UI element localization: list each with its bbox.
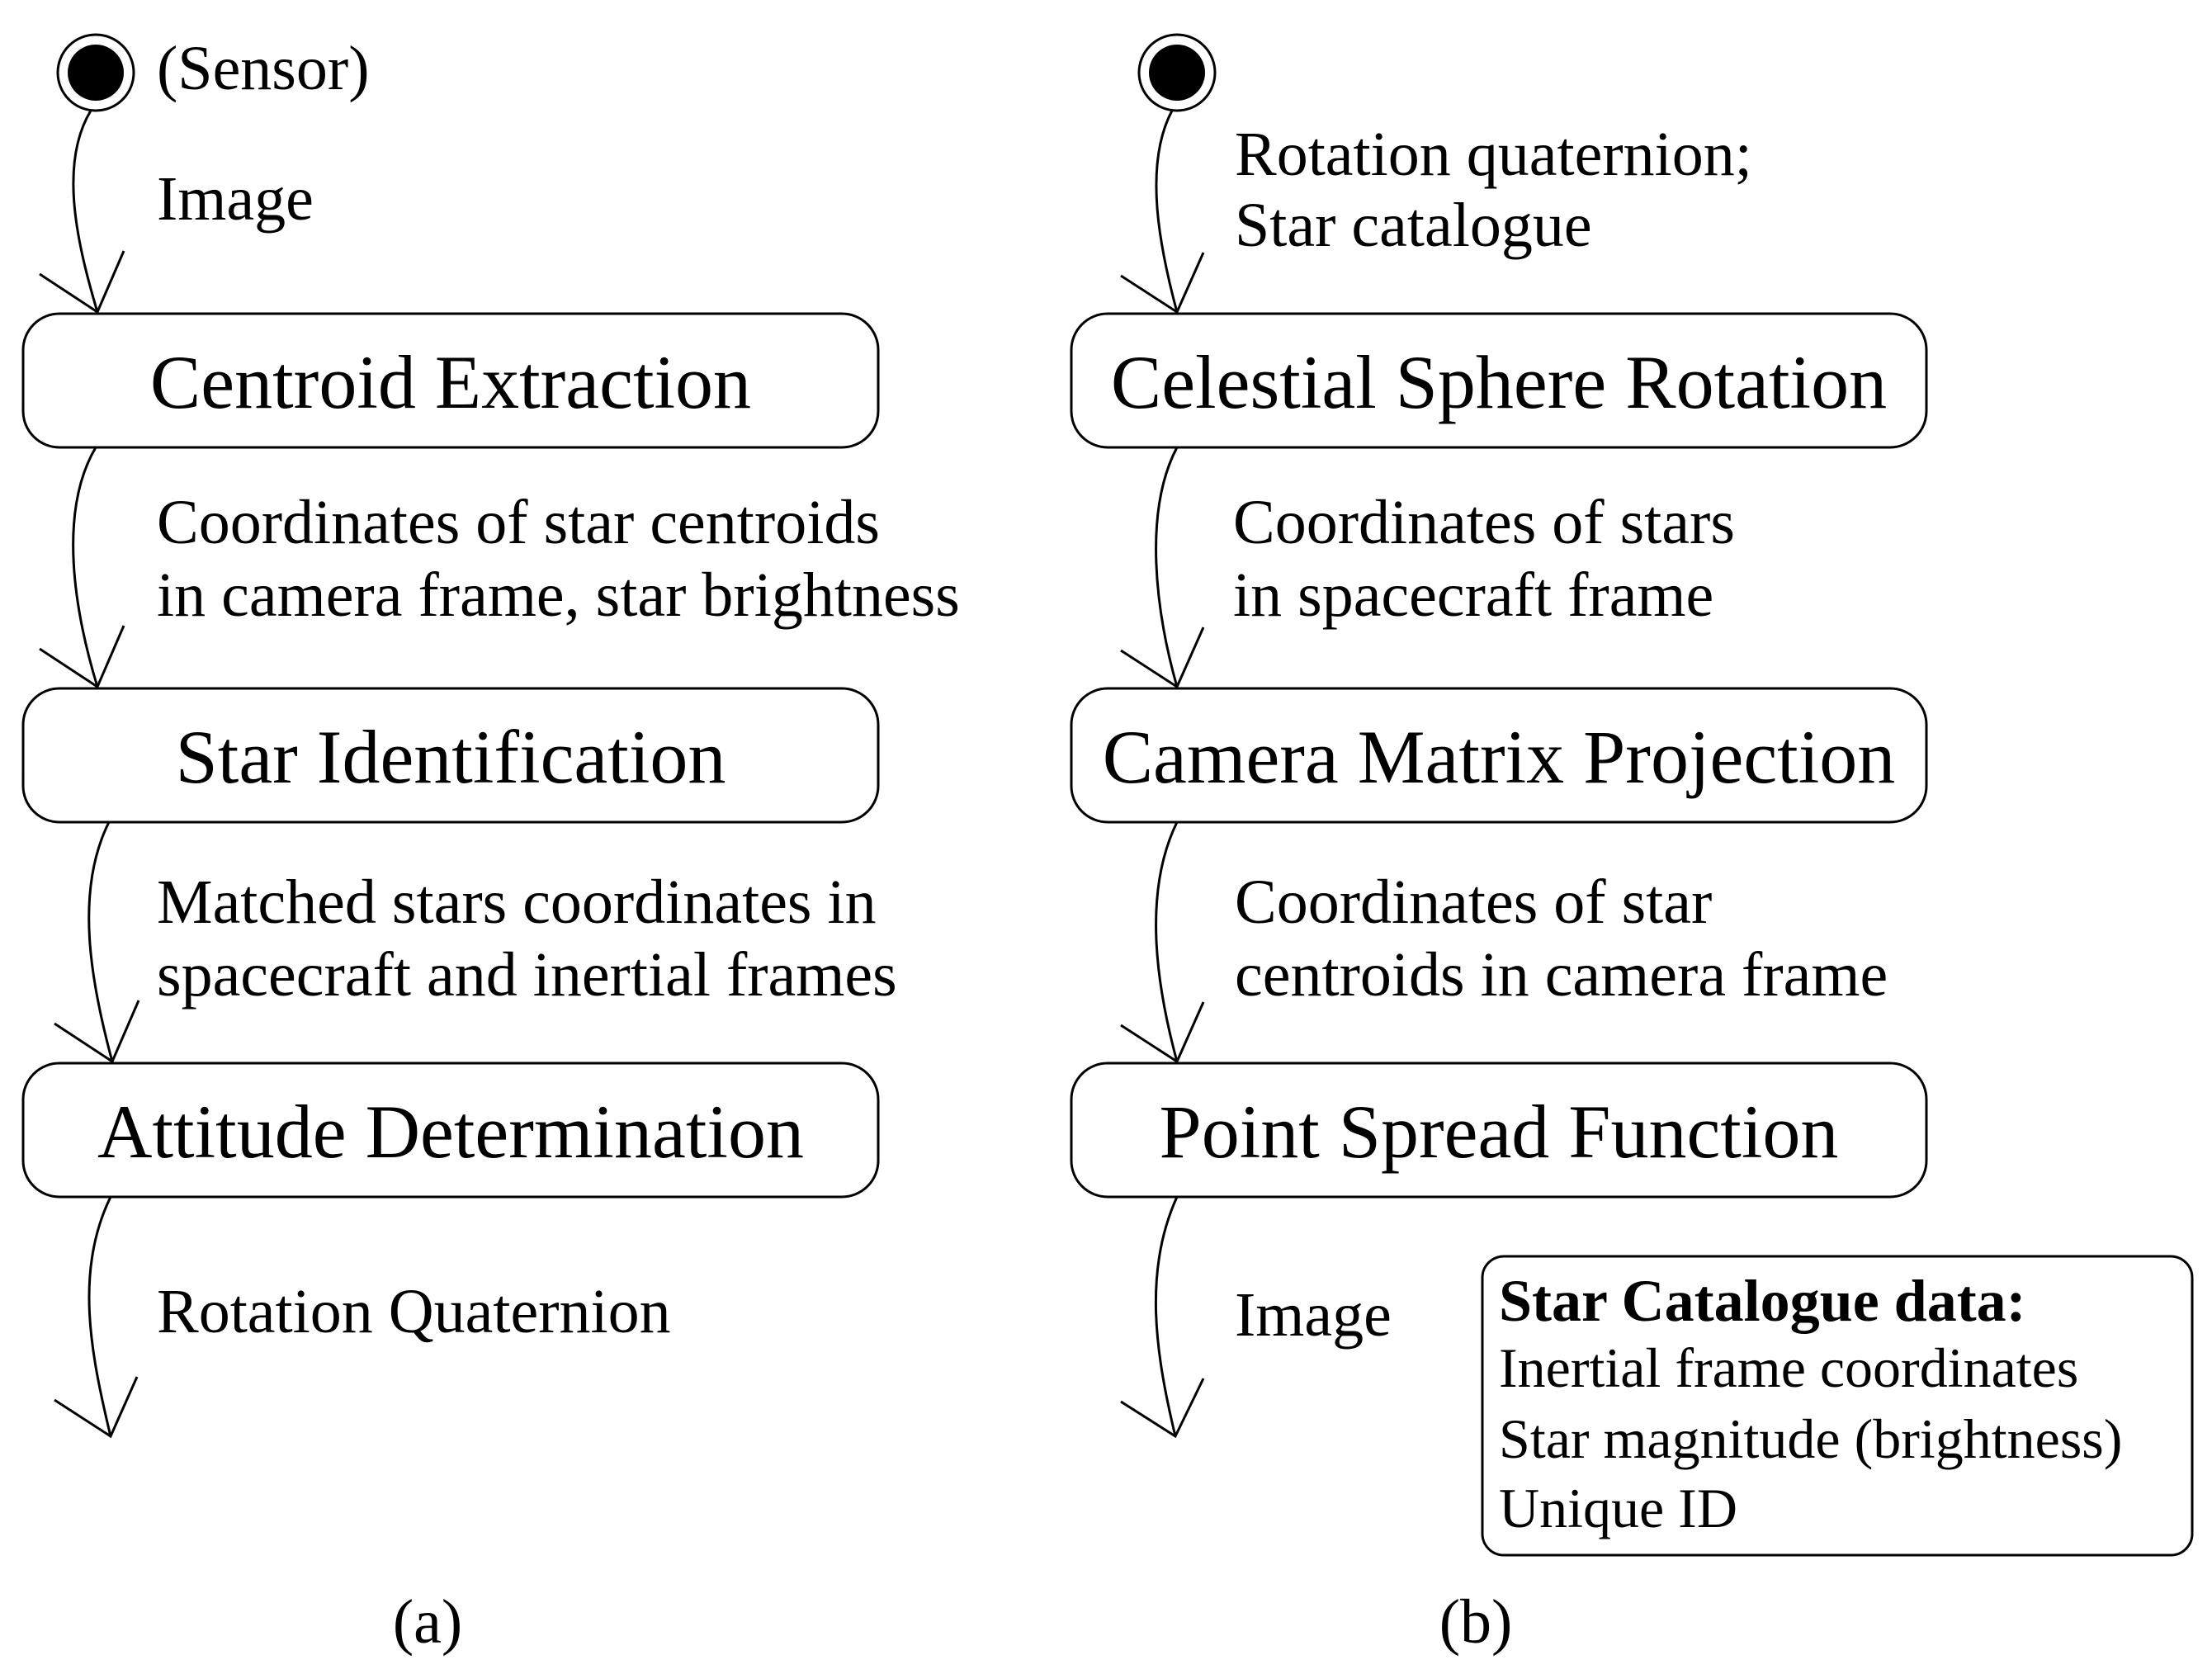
note-line-2: Star magnitude (brightness) bbox=[1499, 1407, 2122, 1470]
panel-a-flow-4-label: Rotation Quaternion bbox=[157, 1277, 671, 1346]
panel-a: (Sensor) Image Centroid Extraction Coord… bbox=[21, 33, 960, 1657]
panel-a-flow-3-label-line-1: Matched stars coordinates in bbox=[157, 868, 877, 937]
panel-b-box-1-label: Celestial Sphere Rotation bbox=[1111, 340, 1887, 424]
note-line-3: Unique ID bbox=[1499, 1477, 1737, 1539]
panel-a-flow-2-arrowhead bbox=[39, 625, 125, 689]
panel-a-flow-1-arrowhead bbox=[39, 250, 125, 314]
panel-b-box-camera-matrix-projection bbox=[1070, 687, 1928, 824]
panel-b-flow-2-arrow bbox=[1155, 447, 1179, 688]
panel-b-start-node bbox=[1137, 33, 1217, 112]
panel-b-box-2-label: Camera Matrix Projection bbox=[1103, 715, 1896, 799]
panel-a-flow-1-label: Image bbox=[157, 164, 314, 234]
panel-a-flow-1-arrow bbox=[72, 110, 99, 313]
panel-a-flow-2-label-line-2: in camera frame, star brightness bbox=[157, 560, 960, 630]
panel-a-box-1-label: Centroid Extraction bbox=[150, 340, 751, 424]
panel-a-box-star-identification bbox=[21, 687, 880, 824]
panel-b-box-point-spread-function bbox=[1070, 1062, 1928, 1199]
panel-b-flow-2-arrowhead bbox=[1120, 627, 1205, 689]
panel-a-start-label: (Sensor) bbox=[157, 34, 370, 103]
panel-a-box-attitude-determination bbox=[21, 1062, 880, 1199]
panel-a-box-3-label: Attitude Determination bbox=[97, 1090, 804, 1174]
panel-b-flow-4-label: Image bbox=[1235, 1280, 1392, 1350]
panel-a-flow-3-arrowhead bbox=[54, 1000, 140, 1064]
panel-a-start-node bbox=[56, 33, 135, 112]
panel-a-flow-3-label-line-2: spacecraft and inertial frames bbox=[157, 940, 897, 1010]
panel-b-flow-1-arrowhead bbox=[1120, 252, 1205, 314]
panel-b-caption: (b) bbox=[1439, 1587, 1513, 1657]
panel-a-flow-4-arrow bbox=[87, 1196, 112, 1437]
panel-b-flow-3-arrowhead bbox=[1120, 1001, 1205, 1064]
panel-a-flow-3-arrow bbox=[87, 821, 114, 1062]
panel-b-flow-1-label-line-1: Rotation quaternion; bbox=[1235, 120, 1752, 189]
panel-a-flow-4-arrowhead bbox=[54, 1376, 139, 1439]
panel-b-flow-1-label-line-2: Star catalogue bbox=[1235, 191, 1592, 260]
panel-b-flow-2-label-line-1: Coordinates of stars bbox=[1233, 488, 1735, 557]
panel-b-flow-4-arrow bbox=[1154, 1196, 1179, 1437]
panel-b-flow-4-arrowhead bbox=[1120, 1378, 1205, 1439]
panel-b-flow-1-arrow bbox=[1155, 110, 1179, 313]
panel-b-flow-3-label-line-1: Coordinates of star bbox=[1235, 868, 1712, 937]
note-title: Star Catalogue data: bbox=[1499, 1268, 2026, 1334]
panel-a-flow-2-arrow bbox=[72, 447, 99, 688]
panel-a-caption: (a) bbox=[393, 1587, 462, 1657]
star-catalogue-note: Star Catalogue data: Inertial frame coor… bbox=[1481, 1255, 2194, 1557]
panel-b-flow-2-label-line-2: in spacecraft frame bbox=[1233, 560, 1713, 630]
note-box bbox=[1481, 1255, 2194, 1557]
panel-b-flow-3-label-line-2: centroids in camera frame bbox=[1235, 940, 1888, 1010]
panel-b-box-3-label: Point Spread Function bbox=[1160, 1090, 1839, 1174]
panel-a-box-centroid-extraction bbox=[21, 312, 880, 449]
panel-a-flow-2-label-line-1: Coordinates of star centroids bbox=[157, 488, 880, 557]
note-line-1: Inertial frame coordinates bbox=[1499, 1336, 2078, 1399]
panel-b-flow-3-arrow bbox=[1155, 821, 1179, 1062]
panel-b: Rotation quaternion; Star catalogue Cele… bbox=[1070, 33, 2194, 1657]
panel-b-box-celestial-sphere-rotation bbox=[1070, 312, 1928, 449]
panel-a-box-2-label: Star Identification bbox=[176, 715, 726, 799]
